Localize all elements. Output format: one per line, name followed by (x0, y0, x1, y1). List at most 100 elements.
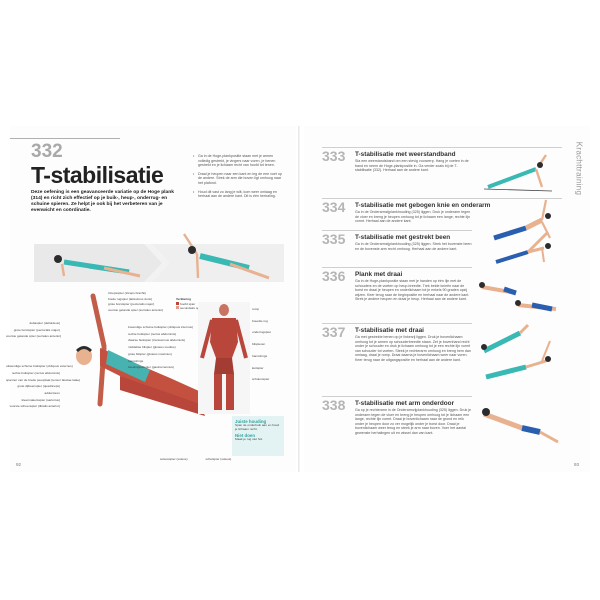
back-label-4: bilspieren (252, 342, 266, 347)
tip-title-dont: Niet doen (235, 433, 256, 439)
back-label-2: breedte rug (252, 318, 268, 323)
step-2: •Draai je heupen naar een kant en leg de… (193, 171, 282, 185)
label-pectoralis-top: grote borstspier (pectoralis major) (108, 302, 155, 307)
right-page: Krachttraining 333 T-stabilisatie met we… (304, 126, 590, 472)
muscle-labels-left: deltaspier (deltoideus) grote borstspier… (6, 321, 81, 409)
exercise-336-title: Plank met draai (355, 271, 403, 278)
back-label-3: onderrugspier (252, 330, 272, 335)
muscle-labels-middle: inwendige schuine buikspier (obliquus in… (128, 325, 194, 370)
exercise-337-number: 337 (322, 324, 346, 340)
label-latissimus: brede rugspier (latissimus dorsi) (108, 296, 153, 301)
label-gluteus-medius: middelste bilspier (gluteus medius) (128, 345, 176, 350)
exercise-335: 335 T-stabilisatie met gestrekt been Ga … (322, 230, 562, 270)
label-gluteus-maximus: grote bilspier (gluteus maximus) (128, 351, 172, 356)
steps-list: •Ga in de Hoge-plankpositie staan met je… (193, 154, 285, 199)
label-tensor: spanner van de brede peesplaat (tensor f… (6, 377, 81, 382)
exercise-334-desc: Ga in de Onderarmzijplankhouding (325) l… (355, 210, 471, 224)
exercise-number: 332 (31, 141, 63, 162)
bottom-labels: soleusspier (soleus) scholspier (soleus) (160, 457, 232, 462)
exercise-333-photo (483, 154, 553, 192)
exercise-335-photo (495, 230, 551, 264)
label-serratus-top: voorste getande spier (serratus anterior… (108, 308, 164, 313)
exercise-338-desc: Ga op je rechterarm in de Onderarmzijpla… (355, 408, 472, 435)
page-number-right: 93 (574, 462, 580, 467)
exercise-333-title: T-stabilisatie met weerstandband (355, 151, 456, 158)
exercise-335-number: 335 (322, 231, 346, 247)
back-label-5: hamstrings (252, 353, 268, 358)
step-3: •Houd dit vast zo lang je wilt, kom weer… (193, 189, 277, 199)
book-spine (298, 126, 300, 472)
figure-t-stabilisation (182, 233, 270, 280)
back-labels: romp breedte rug onderrugspier bilspiere… (252, 307, 272, 382)
legend-item-secondary: secundaire spier (176, 306, 206, 311)
back-label-7: scholenspier (252, 377, 270, 382)
legend-secondary-label: secundaire spier (180, 306, 203, 311)
step-photos (34, 233, 284, 282)
exercise-338: 338 T-stabilisatie met arm onderdoor Ga … (322, 396, 562, 458)
header-rule (10, 138, 120, 139)
exercise-338-number: 338 (322, 397, 346, 413)
arrow-shape-1 (34, 244, 162, 282)
head (76, 347, 92, 365)
label-obliquus: uitwendige schuine buikspier (obliquus e… (6, 364, 73, 369)
section-label-wrap: Krachttraining (574, 138, 584, 198)
legend-title: Verklaring (176, 297, 191, 301)
exercise-334: 334 T-stabilisatie met gebogen knie en o… (322, 198, 562, 248)
step-1-text: Ga in de Hoge-plankpositie staan met je … (198, 154, 276, 168)
exercise-334-title: T-stabilisatie met gebogen knie en onder… (355, 202, 491, 209)
tip-text-dont: Maak je rug niet hol. (235, 437, 263, 442)
page-number-left: 92 (16, 462, 22, 467)
exercise-333-desc: Sla een weerstandsband om een stevig voo… (355, 159, 469, 173)
exercise-334-photo (493, 199, 551, 241)
exercise-338-photo (482, 408, 559, 444)
exercise-336-photo (479, 282, 557, 312)
tip-title-do: Juiste houding (235, 419, 267, 424)
back-label-1: romp (252, 307, 260, 311)
exercise-335-desc: Ga in de Onderarmzijplankhouding (325) l… (355, 242, 472, 251)
exercise-335-title: T-stabilisatie met gestrekt been (355, 234, 451, 241)
exercise-337: 337 T-stabilisatie met draai Ga met gest… (322, 323, 562, 385)
back-view-figure (198, 302, 250, 414)
exercise-338-rule (322, 396, 472, 397)
figure-plank (54, 255, 141, 278)
label-serratus: voorste getande spier (serratus anterior… (6, 334, 62, 339)
label-deltoid: deltaspier (deltoideus) (29, 321, 60, 325)
exercise-336-number: 336 (322, 268, 346, 284)
legend-item-primary: hoofd spier (176, 301, 206, 307)
label-hamstrings: hamstrings (128, 358, 144, 363)
anatomy-figure (76, 293, 210, 416)
exercise-333-rule (322, 147, 562, 148)
page-title: T-stabilisatie (31, 162, 164, 188)
bottom-label-2: scholspier (soleus) (205, 457, 232, 461)
back-label-6: kuitspier (252, 365, 264, 370)
label-gastrocnemius: tweelingkuitspier (gastrocnemius) (128, 365, 174, 370)
exercise-333-number: 333 (322, 148, 346, 164)
step-2-text: Draai je heupen naar een kant en leg de … (198, 171, 282, 185)
label-adductors: adductoren (44, 390, 60, 395)
exercise-337-title: T-stabilisatie met draai (355, 327, 424, 334)
exercise-337-desc: Ga met gestrekte benen op je linkerzij l… (355, 335, 471, 362)
exercise-336: 336 Plank met draai Ga in de Hoge-plankp… (322, 267, 562, 325)
intro-text: Deze oefening is een geavanceerde variat… (31, 190, 174, 214)
label-rectus-mid: rechte buikspier (rectus abdominis) (128, 331, 177, 336)
label-quadriceps: grote dijbeenspier (quadriceps) (17, 384, 60, 389)
tip-text-do: Span de onderbuik aan en houd je lichaam… (235, 423, 280, 431)
exercise-335-rule (322, 230, 472, 231)
label-transversus: dwarse buikspier (transversus abdominis) (128, 338, 186, 343)
exercise-333: 333 T-stabilisatie met weerstandband Sla… (322, 147, 562, 197)
step-3-text: Houd dit vast zo lang je wilt, kom weer … (198, 189, 277, 199)
label-tibialis: voorste scheenspier (tibialis anterior) (9, 404, 60, 409)
legend-primary-label: hoofd spier (180, 301, 196, 306)
label-pectoralis: grote borstspier (pectoralis major) (13, 327, 60, 332)
exercise-338-title: T-stabilisatie met arm onderdoor (355, 400, 455, 407)
exercise-337-rule (322, 323, 472, 324)
exercise-334-rule (322, 198, 562, 199)
exercise-337-photo (481, 323, 551, 380)
left-page: 332 T-stabilisatie Deze oefening is een … (6, 126, 296, 472)
label-triceps: tricepsspier (triceps brachii) (108, 291, 146, 295)
section-label: Krachttraining (574, 141, 584, 195)
label-rectus: rechte buikspier (rectus abdominis) (11, 370, 60, 375)
label-internus: inwendige schuine buikspier (obliquus in… (128, 325, 194, 329)
muscle-labels-top: tricepsspier (triceps brachii) brede rug… (108, 291, 164, 313)
step-1: •Ga in de Hoge-plankpositie staan met je… (193, 154, 276, 168)
